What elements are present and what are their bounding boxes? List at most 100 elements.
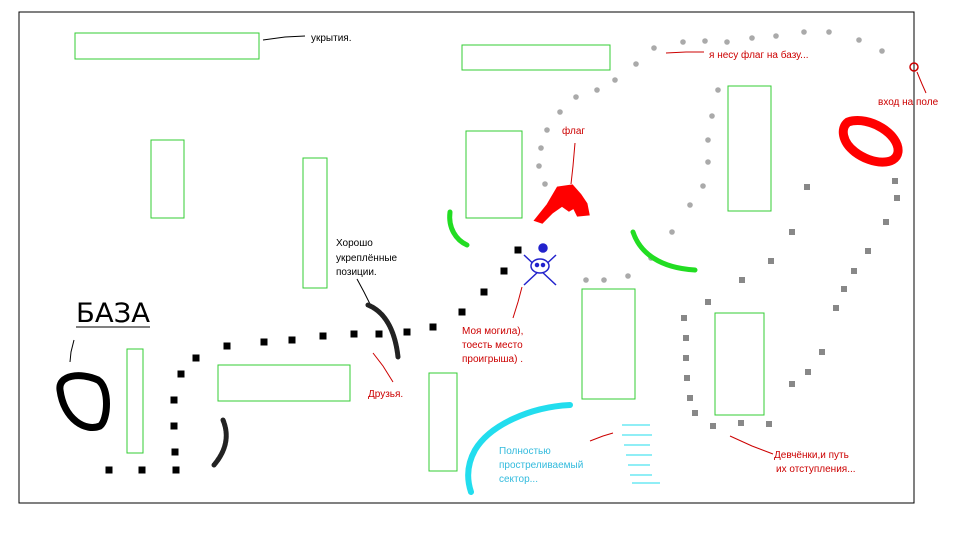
- path-square: [683, 355, 689, 361]
- cover-box: [727, 85, 772, 212]
- sector-label-1: Полностью: [499, 446, 551, 457]
- path-dot: [702, 38, 708, 44]
- route-square: [105, 466, 113, 474]
- route-square: [288, 336, 296, 344]
- cover-box: [461, 44, 611, 71]
- carry-flag-label: я несу флаг на базу...: [709, 49, 809, 61]
- path-dot: [669, 229, 675, 235]
- route-square: [350, 330, 358, 338]
- path-square: [683, 335, 689, 341]
- friend-arc: [630, 229, 698, 273]
- girls-label-1: Девчёнки,и путь: [774, 450, 849, 461]
- flag-carry-path: [536, 29, 885, 283]
- path-dot: [856, 37, 862, 43]
- path-square: [705, 299, 711, 305]
- field-border: [18, 11, 915, 504]
- path-square: [841, 286, 847, 292]
- route-square: [171, 448, 179, 456]
- friends-label: Друзья.: [368, 389, 403, 400]
- route-square: [138, 466, 146, 474]
- path-dot: [680, 39, 686, 45]
- path-square: [681, 315, 687, 321]
- route-square: [223, 342, 231, 350]
- route-square: [480, 288, 488, 296]
- sector-hatch: [622, 424, 660, 484]
- path-dot: [625, 273, 631, 279]
- route-square: [260, 338, 268, 346]
- route-square: [319, 332, 327, 340]
- sector-label-3: сектор...: [499, 474, 538, 485]
- path-dot: [705, 159, 711, 165]
- cover-label: укрытия.: [311, 33, 351, 44]
- path-square: [692, 410, 698, 416]
- path-square: [892, 178, 898, 184]
- cover-box: [74, 32, 260, 60]
- fortified-label-1: Хорошо: [336, 238, 373, 249]
- route-square: [192, 354, 200, 362]
- path-square: [789, 381, 795, 387]
- cover-box: [150, 139, 185, 219]
- girls-label-2: их отступления...: [776, 464, 856, 475]
- path-dot: [538, 145, 544, 151]
- path-dot: [557, 109, 563, 115]
- path-dot: [573, 94, 579, 100]
- path-square: [819, 349, 825, 355]
- path-square: [766, 421, 772, 427]
- path-square: [805, 369, 811, 375]
- path-dot: [601, 277, 607, 283]
- path-square: [883, 219, 889, 225]
- grave-label-2: тоесть место: [462, 340, 523, 351]
- path-dot: [544, 127, 550, 133]
- fortified-leader: [356, 278, 371, 305]
- leader-lines: [69, 35, 927, 455]
- cover-box: [302, 157, 328, 289]
- friend-arc: [447, 209, 470, 248]
- path-square: [789, 229, 795, 235]
- path-square: [710, 423, 716, 429]
- path-dot: [879, 48, 885, 54]
- cover-box: [217, 364, 351, 402]
- grave-label-1: Моя могила),: [462, 326, 523, 337]
- cover-boxes: [74, 32, 772, 472]
- path-square: [687, 395, 693, 401]
- base-leader: [69, 339, 75, 363]
- path-dot: [715, 87, 721, 93]
- route-square: [500, 267, 508, 275]
- fortified-label-3: позиции.: [336, 267, 377, 278]
- route-square: [429, 323, 437, 331]
- cover-box: [428, 372, 458, 472]
- route-square: [514, 246, 522, 254]
- my-route-path: [105, 246, 522, 474]
- grave-label-3: проигрыша) .: [462, 354, 523, 365]
- cover-box: [714, 312, 765, 416]
- sector-label-2: простреливаемый: [499, 460, 583, 471]
- base-label: БАЗА: [76, 298, 151, 329]
- entry-zone-blob: [838, 116, 903, 167]
- flag-icon: [533, 184, 590, 224]
- path-square: [738, 420, 744, 426]
- path-dot: [801, 29, 807, 35]
- route-square: [172, 466, 180, 474]
- flag-leader: [570, 142, 576, 185]
- route-square: [177, 370, 185, 378]
- skull-icon: [523, 243, 557, 286]
- route-square: [403, 328, 411, 336]
- path-dot: [700, 183, 706, 189]
- entry-leader: [916, 71, 927, 94]
- path-square: [739, 277, 745, 283]
- path-dot: [612, 77, 618, 83]
- sector-leader: [589, 432, 614, 442]
- cover-box: [465, 130, 523, 219]
- cover-box: [126, 348, 144, 454]
- friends-leader: [372, 352, 394, 383]
- path-square: [833, 305, 839, 311]
- path-dot: [749, 35, 755, 41]
- path-dot: [724, 39, 730, 45]
- entry-marker: [909, 62, 919, 72]
- path-dot: [705, 137, 711, 143]
- path-dot: [651, 45, 657, 51]
- path-square: [768, 258, 774, 264]
- path-dot: [594, 87, 600, 93]
- path-dot: [687, 202, 693, 208]
